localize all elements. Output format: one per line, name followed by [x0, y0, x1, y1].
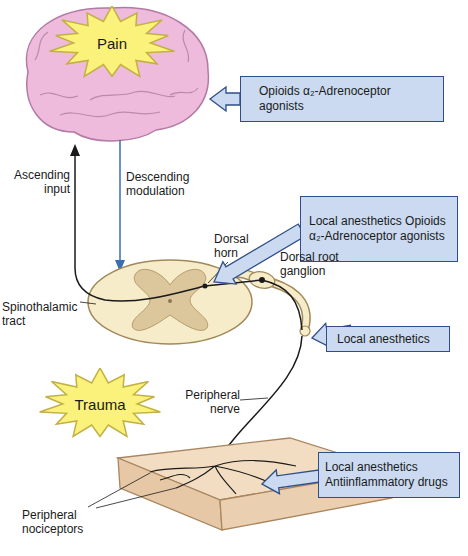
brain-gyrus — [35, 32, 48, 60]
pain-burst: Pain — [48, 6, 176, 80]
leader-line — [80, 302, 96, 304]
part-label: Ascending input — [8, 168, 70, 196]
dorsal-root-ganglion — [248, 269, 277, 290]
part-label: Dorsal horn — [214, 232, 264, 260]
brain-gyrus — [60, 112, 160, 117]
brain-gyrus — [40, 93, 78, 98]
drug-text: Local anesthetics — [337, 332, 439, 347]
burst-text: Pain — [97, 35, 127, 52]
leader-line — [96, 488, 176, 508]
ascending-arrow-line — [74, 154, 76, 268]
descending-arrow-line — [119, 140, 121, 262]
part-label: Peripheral nerve — [178, 388, 240, 416]
drug-box: Local anesthetics — [326, 326, 450, 352]
brain-gyrus — [170, 88, 198, 95]
burst-shape — [40, 368, 161, 436]
ascending-arrow-head — [70, 144, 80, 156]
brain-gyrus — [90, 91, 175, 100]
part-label: Peripheral nociceptors — [22, 508, 102, 536]
burst-shape — [50, 6, 175, 76]
target-arrow — [260, 464, 321, 496]
leader-line — [240, 398, 268, 400]
central-canal — [168, 299, 172, 303]
part-label: Dorsal root ganglion — [280, 250, 350, 278]
burst-text: Trauma — [74, 396, 125, 413]
drug-box: Local anesthetics Antiinflammatory drugs — [318, 452, 460, 498]
synapse — [203, 284, 208, 289]
part-label: Spinothalamic tract — [2, 300, 84, 328]
drug-text: Local anesthetics Antiinflammatory drugs — [325, 460, 453, 490]
neuron-cell-body — [259, 277, 265, 283]
drug-text: Opioids α₂-Adrenoceptor agonists — [259, 84, 425, 114]
part-label: Descending modulation — [126, 170, 202, 198]
drug-text: Local anesthetics Opioids α₂-Adrenocepto… — [309, 214, 449, 244]
nociceptive-neuron — [75, 268, 302, 330]
brain-gyrus — [183, 30, 189, 62]
target-arrow — [210, 87, 240, 111]
trauma-burst: Trauma — [38, 368, 162, 440]
drug-box: Opioids α₂-Adrenoceptor agonists — [240, 76, 444, 122]
